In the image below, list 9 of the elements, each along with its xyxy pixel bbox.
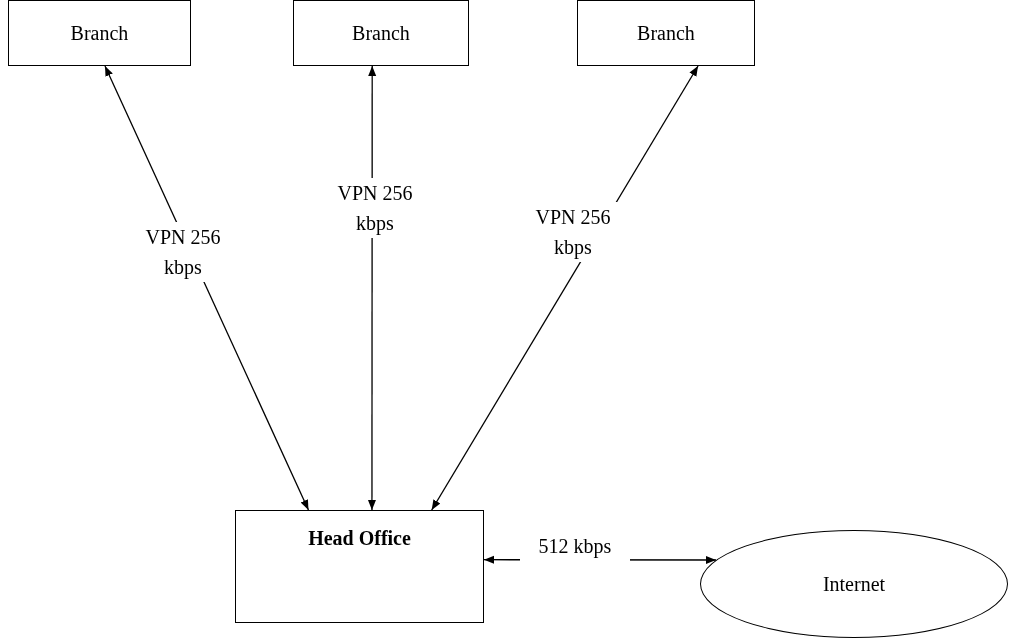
office-box [8,0,191,66]
office-box [577,0,755,66]
node-label: Branch [70,21,129,46]
node-label: Head Office [308,526,411,551]
office-box [235,510,484,623]
office-box [293,0,469,66]
node-label: Branch [352,21,410,46]
node-label: Internet [822,572,886,597]
node-label: Branch [637,21,695,46]
